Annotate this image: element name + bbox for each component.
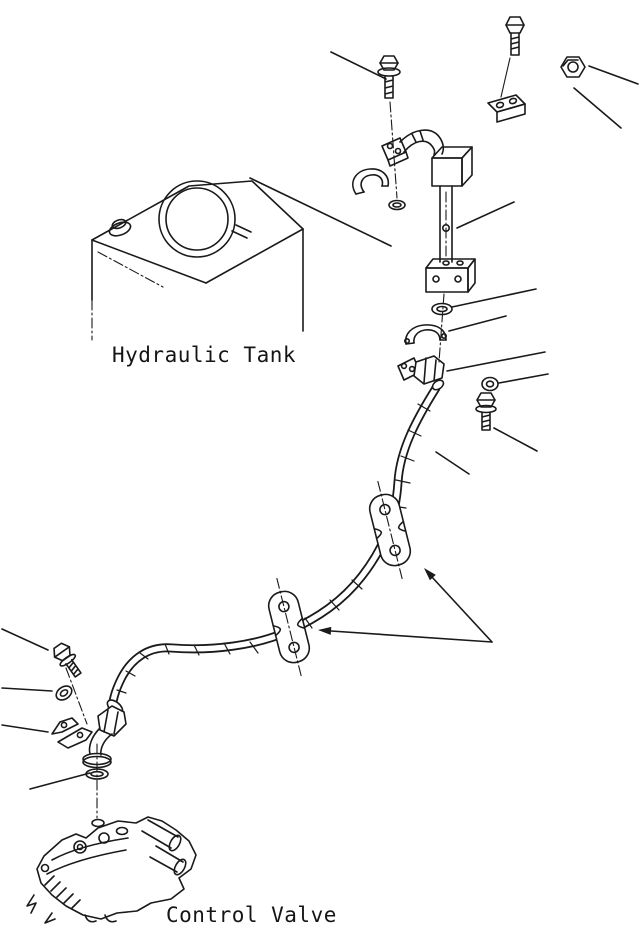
label-hydraulic-tank: Hydraulic Tank	[112, 343, 296, 367]
hex-bolt-lower-left	[53, 642, 82, 678]
o-ring-small	[388, 199, 406, 211]
tank-filler-cover	[158, 180, 236, 258]
u-bolt-clamp	[352, 168, 390, 195]
hex-bolt-upper-left	[377, 55, 401, 99]
hex-bolt-top	[505, 16, 525, 56]
elbow-fitting-lower	[82, 699, 127, 769]
mounting-bracket	[487, 94, 526, 123]
hose-clamp-straps	[51, 717, 93, 749]
centerlines	[65, 101, 447, 819]
tank-breather-cap	[108, 218, 132, 237]
flat-washer-right	[481, 376, 499, 392]
hose-clamp-plate-upper	[368, 480, 412, 580]
hose-fitting-upper	[397, 355, 445, 391]
label-control-valve: Control Valve	[166, 903, 337, 927]
o-ring-middle	[431, 302, 453, 316]
control-valve	[26, 816, 197, 924]
hose-clamp-plate-lower	[267, 577, 311, 677]
hex-nut	[560, 56, 586, 78]
clamp-half	[403, 324, 447, 345]
flat-washer-left	[55, 685, 73, 701]
hydraulic-tank-outline	[91, 180, 304, 341]
pointer-arrows	[318, 568, 493, 643]
leader-lines	[1, 51, 639, 790]
pipe-flange	[425, 258, 476, 293]
valve-ports	[73, 818, 129, 854]
valve-spool-cylinders	[141, 819, 187, 876]
tube-block	[431, 146, 473, 187]
hex-bolt-right	[475, 392, 497, 431]
hose-hatch-marks	[116, 403, 431, 694]
elbow-tube-assembly	[381, 129, 445, 167]
line-art	[1, 16, 639, 924]
